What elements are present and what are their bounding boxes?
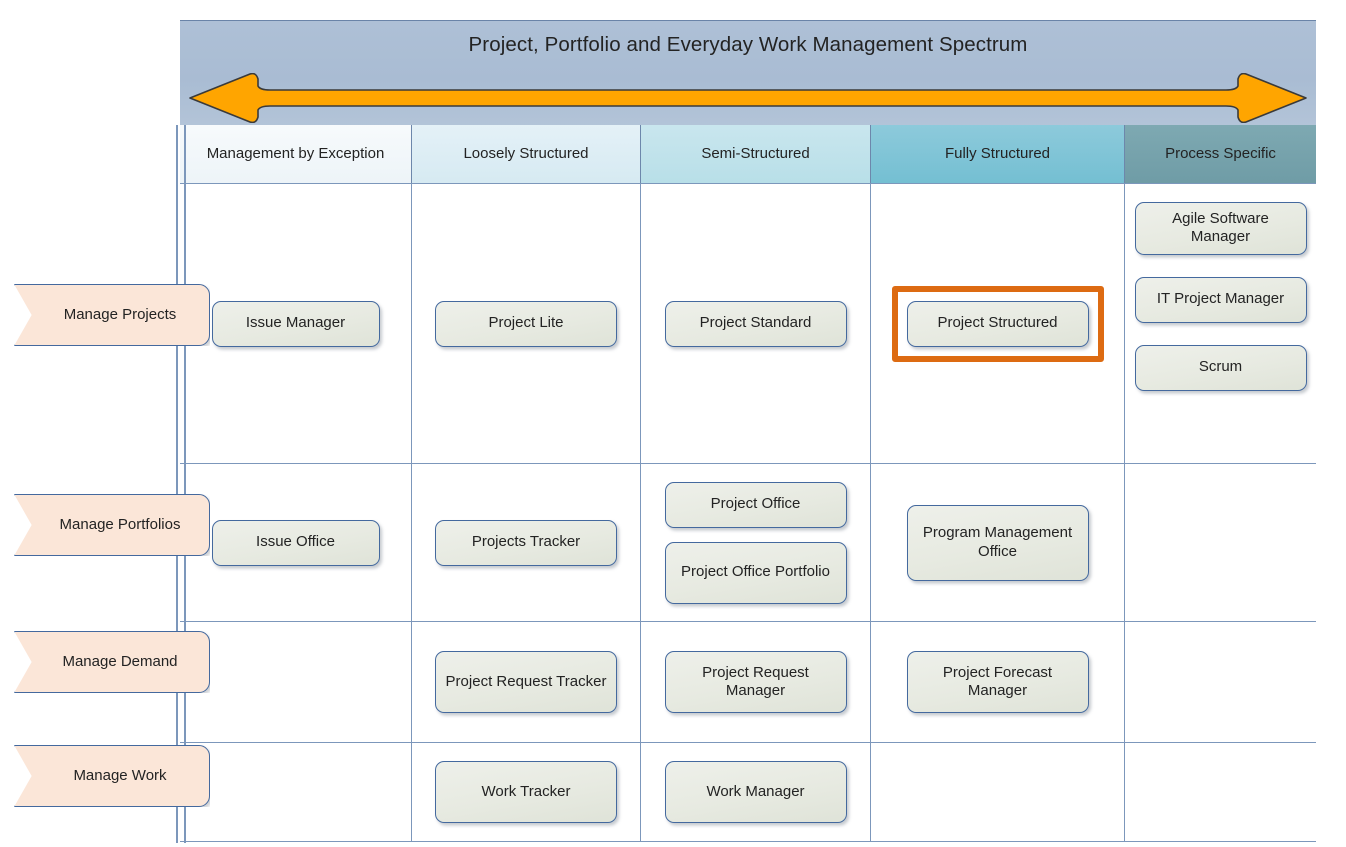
row-label-text: Manage Portfolios	[59, 515, 181, 533]
row-label-text: Manage Projects	[63, 305, 177, 323]
column-header-row: Management by Exception Loosely Structur…	[180, 125, 1316, 183]
double-headed-horizontal-arrow-icon	[189, 73, 1307, 123]
spectrum-matrix: Project, Portfolio and Everyday Work Man…	[176, 20, 1316, 843]
cell-manage-projects-management-by-exception: Issue Manager	[180, 184, 412, 463]
node-scrum[interactable]: Scrum	[1134, 344, 1307, 391]
node-project-request-tracker[interactable]: Project Request Tracker	[435, 651, 617, 713]
cell-manage-demand-fully-structured: Project Forecast Manager	[871, 622, 1125, 742]
node-label: Projects Tracker	[471, 533, 581, 551]
cell-manage-portfolios-loosely-structured: Projects Tracker	[412, 464, 641, 621]
cell-manage-work-management-by-exception	[180, 743, 412, 841]
matrix-row-manage-projects: Issue Manager Project Lite Project Stand…	[180, 183, 1316, 463]
node-label: Program Management Office	[922, 524, 1073, 560]
cell-manage-projects-process-specific: Agile Software Manager IT Project Manage…	[1125, 184, 1316, 463]
node-project-standard[interactable]: Project Standard	[664, 300, 847, 347]
cell-manage-portfolios-management-by-exception: Issue Office	[180, 464, 412, 621]
row-label-manage-portfolios[interactable]: Manage Portfolios	[14, 494, 210, 556]
node-it-project-manager[interactable]: IT Project Manager	[1134, 276, 1307, 323]
node-label: Issue Office	[256, 533, 335, 551]
row-label-manage-demand[interactable]: Manage Demand	[14, 631, 210, 693]
column-header-loosely-structured: Loosely Structured	[412, 125, 641, 183]
column-header-label: Loosely Structured	[463, 144, 589, 162]
row-label-text: Manage Work	[73, 766, 167, 784]
column-header-process-specific: Process Specific	[1125, 125, 1316, 183]
cell-manage-work-loosely-structured: Work Tracker	[412, 743, 641, 841]
node-project-request-manager[interactable]: Project Request Manager	[664, 651, 847, 713]
node-label: Project Forecast Manager	[942, 663, 1053, 699]
column-header-label: Semi-Structured	[701, 144, 810, 162]
matrix-row-manage-portfolios: Issue Office Projects Tracker Project Of…	[180, 463, 1316, 621]
node-projects-tracker[interactable]: Projects Tracker	[435, 519, 617, 566]
spectrum-title-band: Project, Portfolio and Everyday Work Man…	[180, 20, 1316, 126]
cell-manage-projects-fully-structured: Project Structured	[871, 184, 1125, 463]
node-project-structured[interactable]: Project Structured	[906, 300, 1089, 347]
node-project-forecast-manager[interactable]: Project Forecast Manager	[906, 651, 1089, 713]
column-header-management-by-exception: Management by Exception	[180, 125, 412, 183]
matrix-grid-body: Issue Manager Project Lite Project Stand…	[180, 183, 1316, 842]
node-project-office[interactable]: Project Office	[664, 481, 847, 528]
cell-manage-work-semi-structured: Work Manager	[641, 743, 871, 841]
cell-manage-demand-management-by-exception	[180, 622, 412, 742]
node-program-management-office[interactable]: Program Management Office	[906, 504, 1089, 581]
node-label: Project Office	[710, 495, 801, 513]
column-header-fully-structured: Fully Structured	[871, 125, 1125, 183]
node-issue-manager[interactable]: Issue Manager	[211, 300, 380, 347]
node-label: Project Standard	[699, 314, 812, 332]
node-agile-software-manager[interactable]: Agile Software Manager	[1134, 202, 1307, 255]
matrix-row-manage-demand: Project Request Tracker Project Request …	[180, 621, 1316, 742]
cell-manage-portfolios-semi-structured: Project Office Project Office Portfolio	[641, 464, 871, 621]
cell-manage-projects-semi-structured: Project Standard	[641, 184, 871, 463]
cell-manage-portfolios-process-specific	[1125, 464, 1316, 621]
matrix-row-manage-work: Work Tracker Work Manager	[180, 742, 1316, 842]
node-work-tracker[interactable]: Work Tracker	[435, 761, 617, 823]
node-label: Project Structured	[937, 314, 1058, 332]
cell-manage-demand-loosely-structured: Project Request Tracker	[412, 622, 641, 742]
cell-manage-work-process-specific	[1125, 743, 1316, 841]
cell-manage-demand-process-specific	[1125, 622, 1316, 742]
column-header-label: Fully Structured	[944, 144, 1051, 162]
node-project-office-portfolio[interactable]: Project Office Portfolio	[664, 541, 847, 604]
cell-manage-portfolios-fully-structured: Program Management Office	[871, 464, 1125, 621]
column-header-label: Process Specific	[1165, 144, 1276, 162]
highlight-frame-project-structured: Project Structured	[891, 285, 1104, 362]
matrix-left-rail-inner	[184, 125, 186, 843]
node-issue-office[interactable]: Issue Office	[211, 519, 380, 566]
node-label: Project Lite	[488, 314, 564, 332]
row-label-manage-work[interactable]: Manage Work	[14, 745, 210, 807]
node-label: Project Request Tracker	[445, 672, 607, 690]
cell-manage-work-fully-structured	[871, 743, 1125, 841]
column-header-semi-structured: Semi-Structured	[641, 125, 871, 183]
row-label-manage-projects[interactable]: Manage Projects	[14, 284, 210, 346]
row-label-text: Manage Demand	[62, 652, 178, 670]
cell-manage-projects-loosely-structured: Project Lite	[412, 184, 641, 463]
node-label: Work Manager	[706, 782, 805, 800]
node-label: IT Project Manager	[1156, 290, 1285, 308]
matrix-left-rail-outer	[176, 125, 178, 843]
cell-manage-demand-semi-structured: Project Request Manager	[641, 622, 871, 742]
column-header-label: Management by Exception	[206, 144, 385, 162]
node-label: Scrum	[1198, 358, 1243, 376]
node-work-manager[interactable]: Work Manager	[664, 761, 847, 823]
node-label: Work Tracker	[481, 782, 571, 800]
node-label: Project Office Portfolio	[681, 563, 830, 581]
node-label: Issue Manager	[245, 314, 346, 332]
page-title: Project, Portfolio and Everyday Work Man…	[468, 33, 1028, 56]
node-label: Project Request Manager	[702, 663, 809, 699]
node-project-lite[interactable]: Project Lite	[435, 300, 617, 347]
node-label: Agile Software Manager	[1172, 210, 1269, 246]
